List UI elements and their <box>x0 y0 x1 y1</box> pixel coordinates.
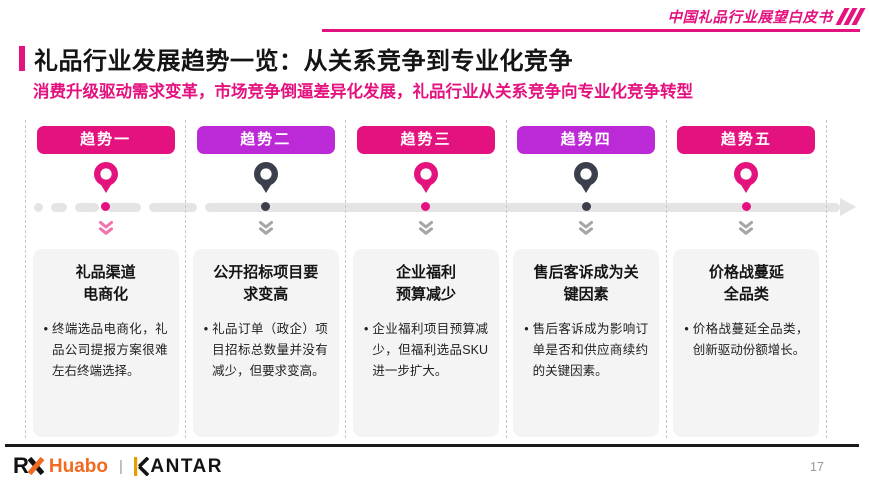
trend-column-3: 趋势三 企业福利 预算减少 • 企业福利项目预算减少，但福利选品SKU进一步扩大… <box>346 120 507 438</box>
kantar-wordmark: ANTAR <box>150 455 223 477</box>
trend-badge: 趋势二 <box>196 126 335 154</box>
bullet: • <box>363 321 369 336</box>
arrow-right-icon <box>840 198 856 216</box>
bullet: • <box>684 321 689 336</box>
double-chevron-down-icon <box>258 221 273 235</box>
map-pin-icon <box>253 162 278 193</box>
trend-column-2: 趋势二 公开招标项目要 求变高 • 礼品订单（政企）项目招标总数量并没有减少，但… <box>186 120 347 438</box>
kantar-k-icon <box>133 456 149 476</box>
title-accent-bar <box>19 46 25 71</box>
title-row: 礼品行业发展趋势一览：从关系竞争到专业化竞争 <box>19 41 573 76</box>
trend-card: 礼品渠道 电商化 • 终端选品电商化，礼品公司提报方案很难左右终端选择。 <box>32 249 179 437</box>
timeline <box>34 198 856 216</box>
card-body-text: 礼品订单（政企）项目招标总数量并没有减少，但要求变高。 <box>212 321 328 378</box>
footer-logos: R Huabo | ANTAR <box>13 454 223 478</box>
timeline-dash <box>51 202 67 212</box>
trend-badge: 趋势五 <box>677 126 816 154</box>
double-chevron-down-icon <box>739 221 754 235</box>
card-body: • 售后客诉成为影响订单是否和供应商续约的关键因素。 <box>524 319 648 382</box>
card-body: • 价格战蔓延全品类，创新驱动份额增长。 <box>684 319 808 361</box>
trend-card: 价格战蔓延 全品类 • 价格战蔓延全品类，创新驱动份额增长。 <box>673 249 820 437</box>
timeline-dot <box>101 202 111 211</box>
timeline-dash <box>107 202 141 212</box>
page-number: 17 <box>810 460 824 474</box>
timeline-dash <box>34 202 43 212</box>
card-title: 企业福利 预算减少 <box>395 264 456 303</box>
timeline-dot <box>261 202 271 211</box>
page-subtitle: 消费升级驱动需求变革，市场竞争倒逼差异化发展，礼品行业从关系竞争向专业化竞争转型 <box>33 83 693 101</box>
map-pin-icon <box>574 162 599 193</box>
trend-card: 企业福利 预算减少 • 企业福利项目预算减少，但福利选品SKU进一步扩大。 <box>352 249 499 437</box>
trend-badge: 趋势四 <box>517 126 656 154</box>
triple-slash-icon <box>834 8 865 25</box>
card-body: • 礼品订单（政企）项目招标总数量并没有减少，但要求变高。 <box>204 319 328 382</box>
card-title: 售后客诉成为关 键因素 <box>533 264 639 303</box>
trend-card: 公开招标项目要 求变高 • 礼品订单（政企）项目招标总数量并没有减少，但要求变高… <box>192 249 339 437</box>
rx-logo-r: R <box>13 453 29 478</box>
bullet: • <box>524 321 529 336</box>
footer-rule <box>5 444 859 447</box>
timeline-dot <box>581 202 591 211</box>
double-chevron-down-icon <box>98 221 113 235</box>
map-pin-icon <box>413 162 438 193</box>
card-body: • 企业福利项目预算减少，但福利选品SKU进一步扩大。 <box>364 319 488 382</box>
trend-column-5: 趋势五 价格战蔓延 全品类 • 价格战蔓延全品类，创新驱动份额增长。 <box>667 120 827 438</box>
card-body-text: 终端选品电商化，礼品公司提报方案很难左右终端选择。 <box>51 321 168 378</box>
card-body-text: 售后客诉成为影响订单是否和供应商续约的关键因素。 <box>532 321 649 378</box>
card-title: 公开招标项目要 求变高 <box>213 264 319 303</box>
page-title: 礼品行业发展趋势一览：从关系竞争到专业化竞争 <box>34 48 573 75</box>
card-title: 礼品渠道 电商化 <box>75 264 136 303</box>
trend-column-4: 趋势四 售后客诉成为关 键因素 • 售后客诉成为影响订单是否和供应商续约的关键因… <box>507 120 667 438</box>
timeline-dot <box>741 202 751 211</box>
card-body-text: 价格战蔓延全品类，创新驱动份额增长。 <box>692 321 809 357</box>
rx-logo-x-icon <box>27 457 44 475</box>
timeline-bar <box>205 202 840 212</box>
kantar-logo: ANTAR <box>133 455 223 477</box>
double-chevron-down-icon <box>418 221 433 235</box>
huabo-logo: Huabo <box>48 455 108 477</box>
double-chevron-down-icon <box>579 221 594 235</box>
logo-divider: | <box>119 457 123 475</box>
trend-column-1: 趋势一 礼品渠道 电商化 • 终端选品电商化，礼品公司提报方案很难左右终端选择。 <box>26 120 187 438</box>
timeline-dot <box>421 202 431 211</box>
trend-card: 售后客诉成为关 键因素 • 售后客诉成为影响订单是否和供应商续约的关键因素。 <box>513 249 660 437</box>
bullet: • <box>203 321 209 336</box>
card-body-text: 企业福利项目预算减少，但福利选品SKU进一步扩大。 <box>372 321 488 378</box>
timeline-dash <box>149 202 197 212</box>
card-title: 价格战蔓延 全品类 <box>708 264 784 303</box>
trends-grid: 趋势一 礼品渠道 电商化 • 终端选品电商化，礼品公司提报方案很难左右终端选择。 <box>25 120 827 438</box>
map-pin-icon <box>734 162 759 193</box>
whitepaper-title: 中国礼品行业展望白皮书 <box>667 10 833 26</box>
trend-badge: 趋势三 <box>356 126 495 154</box>
card-body: • 终端选品电商化，礼品公司提报方案很难左右终端选择。 <box>44 319 168 382</box>
header: 中国礼品行业展望白皮书 <box>667 6 865 27</box>
bullet: • <box>43 321 48 336</box>
map-pin-icon <box>93 162 118 193</box>
header-rule <box>322 29 860 32</box>
trend-badge: 趋势一 <box>36 126 175 154</box>
timeline-dash <box>75 202 99 212</box>
